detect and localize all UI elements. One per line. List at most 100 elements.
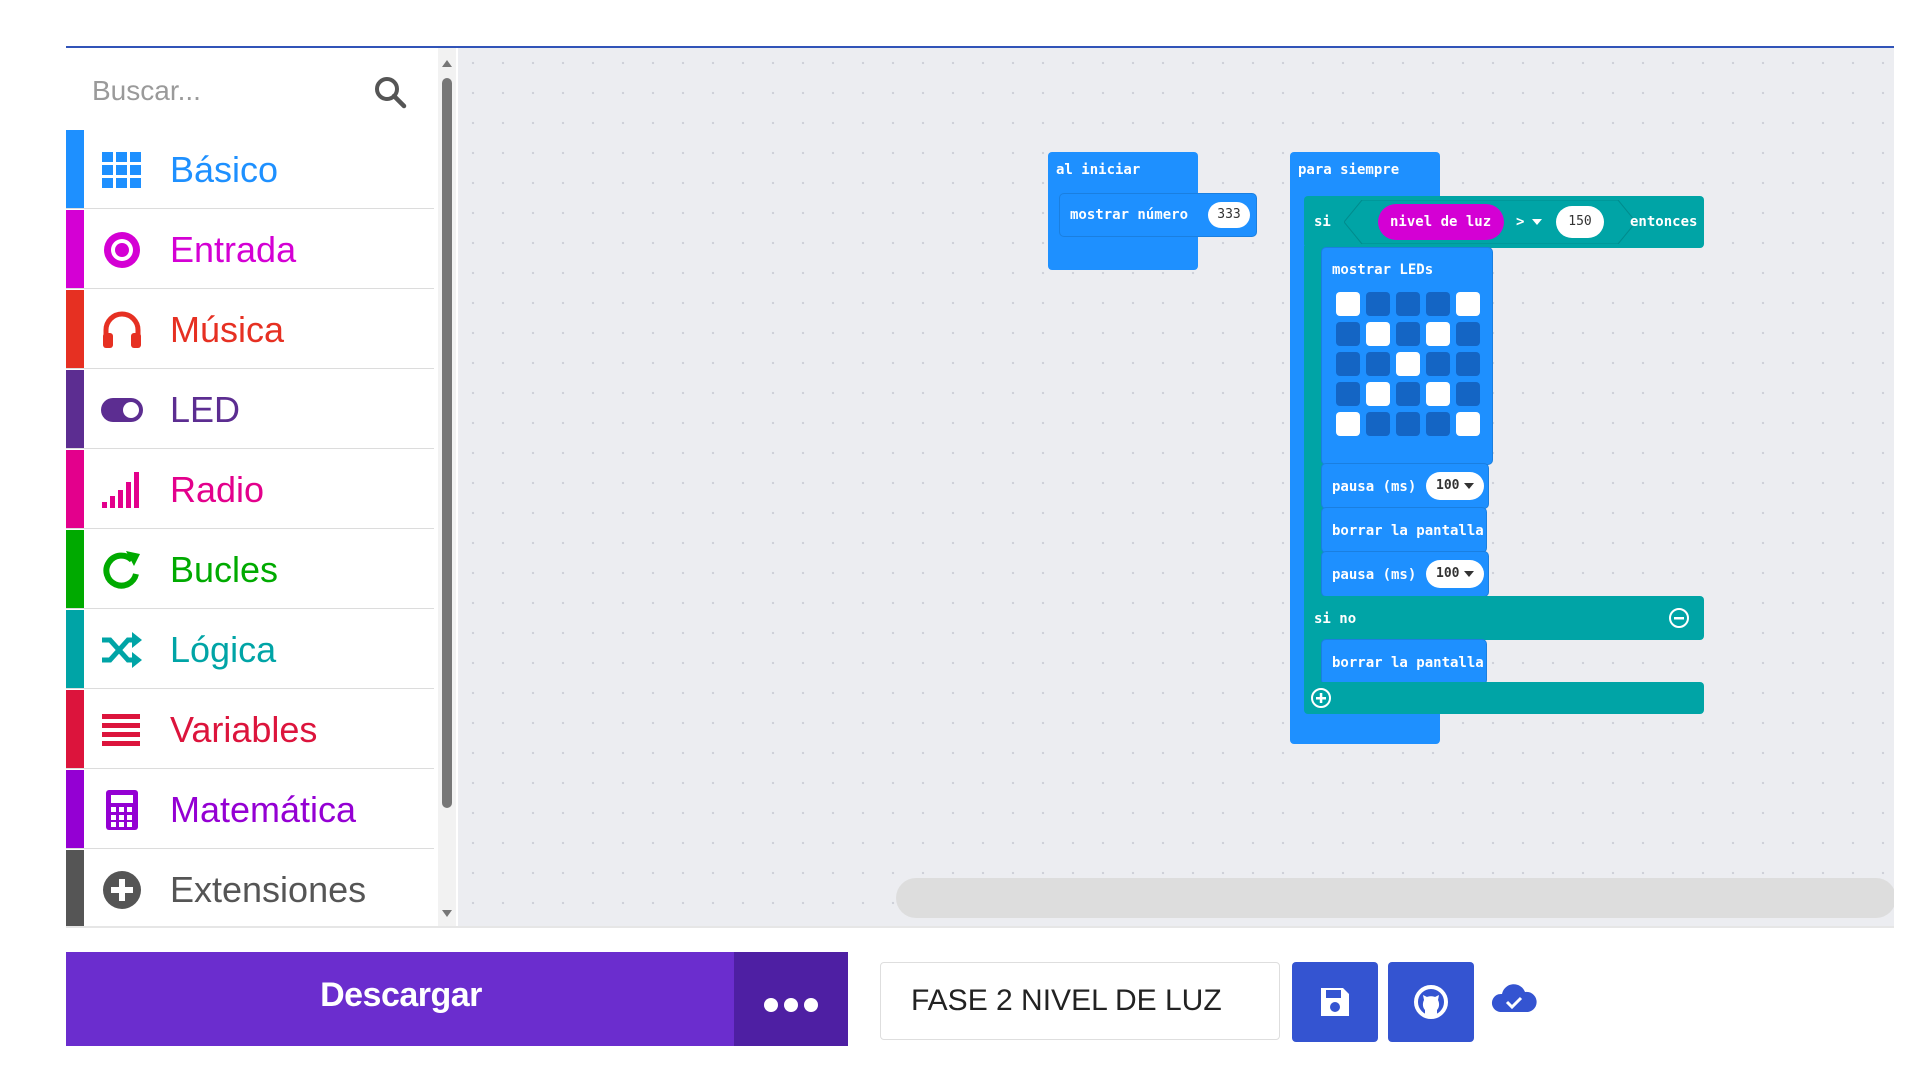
category-stripe (66, 610, 84, 688)
led-cell-on[interactable] (1456, 412, 1480, 436)
led-cell-off[interactable] (1426, 292, 1450, 316)
calculator-icon (106, 790, 138, 830)
category-basico[interactable]: Básico (66, 130, 434, 209)
category-stripe (66, 370, 84, 448)
led-cell-off[interactable] (1366, 412, 1390, 436)
if-label: si (1314, 214, 1331, 230)
headphones-icon (103, 311, 141, 348)
category-musica[interactable]: Música (66, 290, 434, 369)
shuffle-icon (102, 632, 142, 668)
toolbox: Básico Entrada Música LED (66, 48, 459, 928)
pause-block[interactable]: pausa (ms) 100 (1322, 552, 1488, 596)
workspace-horizontal-scrollbar[interactable] (896, 878, 1894, 918)
bottom-toolbar: Descargar (66, 926, 1894, 1082)
clear-screen-block[interactable]: borrar la pantalla (1322, 640, 1486, 684)
category-label: Matemática (170, 789, 357, 830)
light-level-block[interactable]: nivel de luz (1378, 204, 1504, 240)
operator-dropdown-arrow-icon[interactable] (1532, 219, 1542, 225)
led-grid[interactable] (1336, 292, 1486, 442)
led-cell-on[interactable] (1456, 292, 1480, 316)
dropdown-arrow-icon (1464, 571, 1474, 577)
category-logica[interactable]: Lógica (66, 610, 434, 689)
scroll-down-arrow-icon[interactable] (442, 910, 452, 917)
category-matematica[interactable]: Matemática (66, 770, 434, 849)
show-leds-label: mostrar LEDs (1332, 262, 1434, 278)
led-cell-off[interactable] (1396, 322, 1420, 346)
save-button[interactable] (1292, 962, 1378, 1042)
download-button[interactable]: Descargar (66, 952, 734, 1046)
led-cell-off[interactable] (1336, 322, 1360, 346)
category-bucles[interactable]: Bucles (66, 530, 434, 609)
led-cell-off[interactable] (1396, 412, 1420, 436)
led-cell-on[interactable] (1366, 322, 1390, 346)
download-label: Descargar (320, 976, 482, 1014)
pause-label: pausa (ms) (1332, 479, 1417, 495)
ellipsis-icon (764, 998, 824, 1017)
category-extensiones[interactable]: Extensiones (66, 850, 434, 928)
pause-block[interactable]: pausa (ms) 100 (1322, 464, 1488, 508)
number-value-field[interactable]: 333 (1208, 202, 1250, 228)
if-block-header[interactable]: si nivel de luz > 150 entonces (1304, 196, 1704, 248)
category-stripe (66, 210, 84, 288)
search-input[interactable] (90, 70, 354, 112)
category-label: Bucles (170, 549, 279, 590)
category-label: Radio (170, 469, 265, 510)
github-button[interactable] (1388, 962, 1474, 1042)
category-label: Entrada (170, 229, 297, 270)
led-cell-on[interactable] (1396, 352, 1420, 376)
plus-circle-icon[interactable] (1310, 687, 1332, 709)
led-cell-off[interactable] (1396, 382, 1420, 406)
led-cell-off[interactable] (1456, 322, 1480, 346)
led-cell-off[interactable] (1336, 382, 1360, 406)
if-block-body-bar (1304, 246, 1324, 682)
minus-circle-icon[interactable] (1668, 607, 1690, 629)
operator-dropdown[interactable]: > (1516, 214, 1525, 230)
if-block-footer (1304, 682, 1704, 714)
category-variables[interactable]: Variables (66, 690, 434, 769)
on-start-label: al iniciar (1056, 162, 1141, 178)
more-options-button[interactable] (734, 952, 848, 1046)
signal-bars-icon (102, 472, 139, 508)
show-number-block[interactable]: mostrar número 333 (1060, 194, 1256, 236)
threshold-value-field[interactable]: 150 (1556, 206, 1604, 238)
pause-value-dropdown[interactable]: 100 (1426, 472, 1484, 500)
category-entrada[interactable]: Entrada (66, 210, 434, 289)
else-section[interactable]: si no (1304, 596, 1704, 640)
top-accent-line (66, 46, 1894, 48)
category-stripe (66, 130, 84, 208)
toolbox-scrollbar[interactable] (438, 48, 456, 926)
led-cell-off[interactable] (1366, 352, 1390, 376)
clear-screen-label: borrar la pantalla (1332, 655, 1484, 671)
project-name-input[interactable] (880, 962, 1280, 1040)
led-cell-off[interactable] (1366, 292, 1390, 316)
clear-screen-block[interactable]: borrar la pantalla (1322, 508, 1486, 552)
led-cell-off[interactable] (1456, 352, 1480, 376)
led-cell-on[interactable] (1336, 412, 1360, 436)
led-cell-off[interactable] (1456, 382, 1480, 406)
search-icon[interactable] (372, 74, 408, 110)
show-leds-block[interactable]: mostrar LEDs (1322, 248, 1492, 464)
category-led[interactable]: LED (66, 370, 434, 449)
toggle-icon (101, 398, 143, 422)
pause-value-dropdown[interactable]: 100 (1426, 560, 1484, 588)
category-stripe (66, 850, 84, 928)
clear-screen-label: borrar la pantalla (1332, 523, 1484, 539)
led-cell-off[interactable] (1426, 352, 1450, 376)
block-workspace[interactable]: al iniciar mostrar número 333 para siemp… (458, 48, 1894, 926)
else-label: si no (1314, 611, 1357, 627)
category-label: LED (170, 389, 241, 430)
led-cell-on[interactable] (1336, 292, 1360, 316)
led-cell-on[interactable] (1426, 382, 1450, 406)
led-cell-off[interactable] (1336, 352, 1360, 376)
led-cell-off[interactable] (1426, 412, 1450, 436)
cloud-sync-icon[interactable] (1490, 980, 1540, 1020)
on-start-block[interactable]: al iniciar mostrar número 333 (1048, 152, 1256, 270)
led-cell-on[interactable] (1366, 382, 1390, 406)
scroll-up-arrow-icon[interactable] (442, 60, 452, 67)
plus-circle-icon (103, 871, 141, 909)
led-cell-on[interactable] (1426, 322, 1450, 346)
led-cell-off[interactable] (1396, 292, 1420, 316)
category-radio[interactable]: Radio (66, 450, 434, 529)
toolbox-scroll-thumb[interactable] (442, 78, 452, 808)
category-stripe (66, 290, 84, 368)
